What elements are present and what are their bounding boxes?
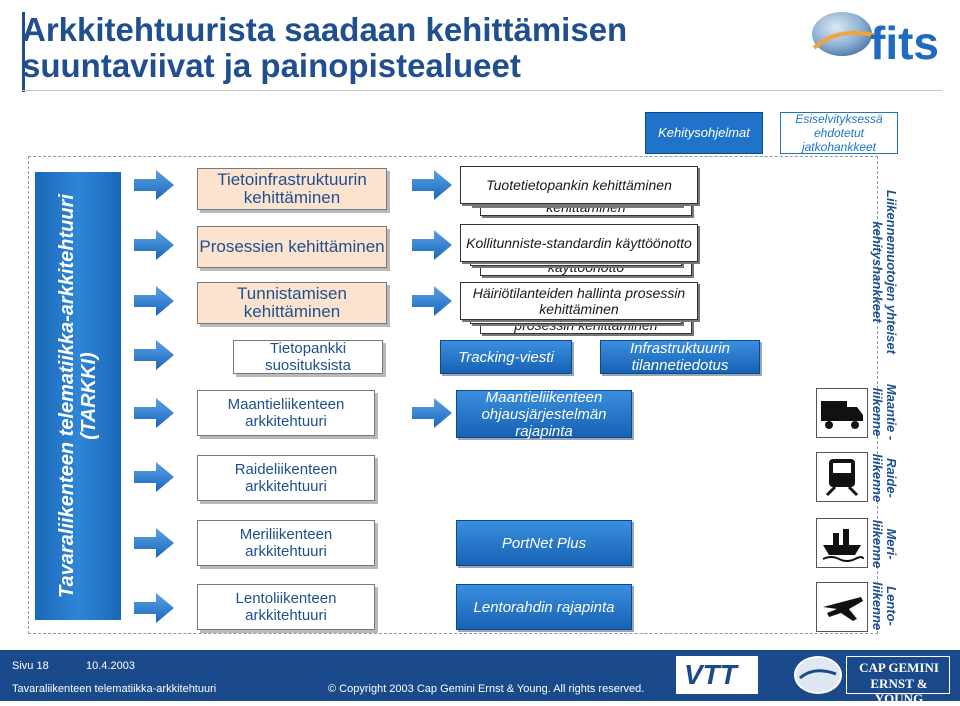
- diagram-frame: [28, 156, 878, 634]
- box-lentorahdin-rajapinta: Lentorahdin rajapinta: [456, 584, 632, 630]
- label-meriliikenne: Meri- liikenne: [870, 519, 899, 569]
- box-prosessien-kehittaminen: Prosessien kehittäminen: [197, 226, 387, 268]
- title-divider: [22, 90, 942, 91]
- architecture-side-bar: [35, 172, 121, 620]
- box-lentoliikenteen-arkkitehtuuri: Lentoliikenteen arkkitehtuuri: [197, 584, 375, 630]
- header-esiselvitys: Esiselvityksessä ehdotetut jatkohankkeet: [780, 112, 898, 154]
- box-tietopankki-suosituksista: Tietopankki suosituksista: [233, 340, 383, 374]
- header-kehitysohjelmat: Kehitysohjelmat: [645, 112, 763, 154]
- label-yhteiset-kehityshankkeet: Liikennemuotojen yhteiset kehityshankkee…: [870, 190, 899, 354]
- box-hairiotilanteet: Häiriötilanteiden hallinta prosessin keh…: [460, 282, 698, 320]
- box-infrastruktuurin-tilannetiedotus: Infrastruktuurin tilannetiedotus: [600, 340, 760, 374]
- page-title: Arkkitehtuurista saadaan kehittämisen su…: [22, 12, 722, 84]
- truck-icon: [816, 388, 868, 438]
- label-lentoliikenne: Lento- liikenne: [870, 581, 899, 631]
- airplane-icon: [816, 582, 868, 632]
- title-line-2: suuntaviivat ja painopistealueet: [22, 47, 521, 84]
- cgey-logo-line-1: CAP GEMINI: [859, 660, 939, 675]
- architecture-side-title: Tavaraliikenteen telematiikka-arkkitehtu…: [56, 194, 100, 598]
- fits-logo-text: fits: [870, 17, 939, 69]
- footer-date: 10.4.2003: [86, 660, 135, 672]
- footer-page: Sivu 18: [12, 660, 49, 672]
- title-line-1: Arkkitehtuurista saadaan kehittämisen: [22, 11, 628, 48]
- footer-doc-title: Tavaraliikenteen telematiikka-arkkitehtu…: [12, 683, 217, 695]
- box-tunnistamisen-kehittaminen: Tunnistamisen kehittäminen: [197, 282, 387, 324]
- footer-copyright: © Copyright 2003 Cap Gemini Ernst & Youn…: [328, 683, 645, 695]
- box-portnet-plus: PortNet Plus: [456, 520, 632, 566]
- train-icon: [816, 452, 868, 502]
- fits-logo: fits: [808, 6, 948, 84]
- box-tuotetietopankki: Tuotetietopankin kehittäminen: [460, 166, 698, 204]
- cgey-logo: CAP GEMINI ERNST & YOUNG: [846, 656, 950, 706]
- box-tracking-viesti: Tracking-viesti: [440, 340, 572, 374]
- box-maantieliikenteen-arkkitehtuuri: Maantieliikenteen arkkitehtuuri: [197, 390, 375, 436]
- box-tietoinfrastruktuuri: Tietoinfrastruktuurin kehittäminen: [197, 168, 387, 210]
- footer-copyright-text: Copyright 2003 Cap Gemini Ernst & Young.…: [339, 683, 645, 695]
- ship-icon: [816, 518, 868, 568]
- label-raideliikenne: Raide- liikenne: [870, 453, 899, 503]
- box-ohjausjarjestelman-rajapinta: Maantieliikenteen ohjausjärjestelmän raj…: [456, 389, 632, 440]
- vtt-logo: VTT: [676, 656, 758, 694]
- cgey-emblem-icon: [794, 656, 842, 694]
- box-raideliikenteen-arkkitehtuuri: Raideliikenteen arkkitehtuuri: [197, 455, 375, 501]
- vtt-logo-text: VTT: [684, 659, 737, 690]
- cgey-logo-line-2: ERNST & YOUNG: [870, 676, 928, 706]
- box-kollitunniste: Kollitunniste-standardin käyttöönotto: [460, 224, 698, 262]
- fits-logo-swoosh-icon: [812, 12, 879, 56]
- box-meriliikenteen-arkkitehtuuri: Meriliikenteen arkkitehtuuri: [197, 520, 375, 566]
- label-maantieliikenne: Maantie -liikenne: [870, 383, 899, 441]
- title-accent-bar: [22, 12, 25, 92]
